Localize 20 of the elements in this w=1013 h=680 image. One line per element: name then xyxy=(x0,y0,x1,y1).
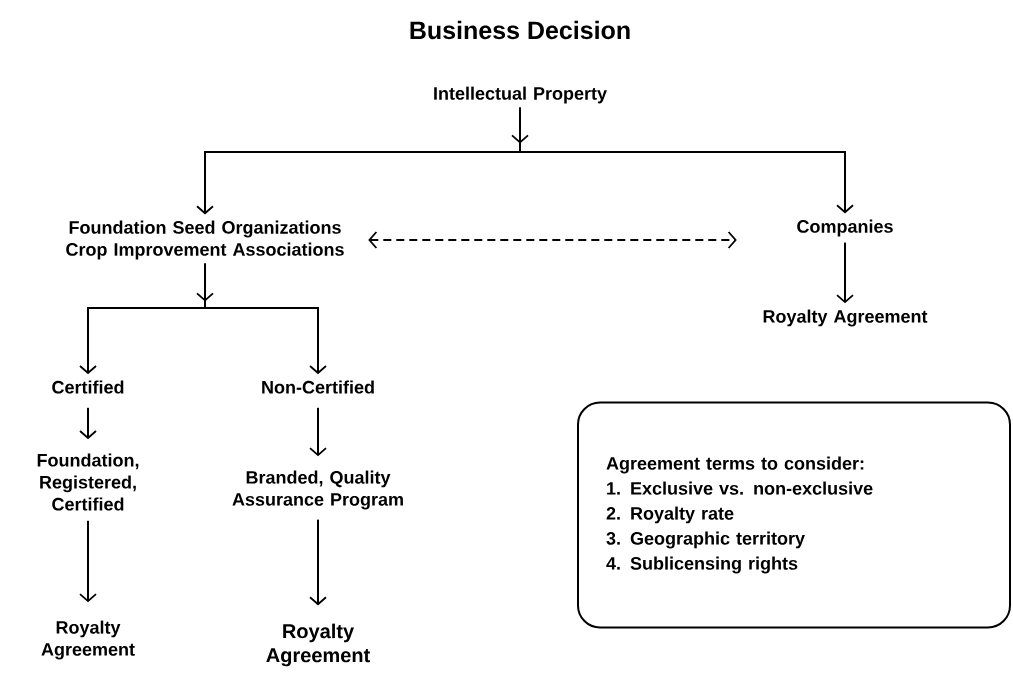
category-label: Certified xyxy=(52,380,124,394)
arrow xyxy=(309,406,327,457)
heading-text: Intellectual Property xyxy=(434,86,607,104)
terms-box: Agreement terms to consider: 1. Exclusive vs. non-exclusive 2. Royalty rate 3. Geographic territory 4. Sublicensing rights xyxy=(577,401,1011,629)
arrow xyxy=(79,519,97,603)
arrow xyxy=(204,262,327,375)
outcome-label: Royalty Agreement xyxy=(266,623,370,667)
arrow xyxy=(309,518,327,606)
outcome-label: Royalty Agreement xyxy=(763,309,928,327)
category-label: Foundation, Registered, Certified xyxy=(37,453,139,511)
title: Business Decision xyxy=(410,20,630,40)
arrow xyxy=(519,106,854,214)
category-label: Branded, Quality Assurance Program xyxy=(232,470,403,510)
arrow xyxy=(368,231,737,249)
outcome-label: Royalty Agreement xyxy=(41,620,135,660)
category-label: Non-Certified xyxy=(262,380,374,394)
arrow xyxy=(79,406,97,440)
arrow xyxy=(836,241,854,304)
organization-label: Foundation Seed Organizations Crop Improvement Associations xyxy=(66,220,344,260)
organization-label: Companies xyxy=(797,219,893,237)
